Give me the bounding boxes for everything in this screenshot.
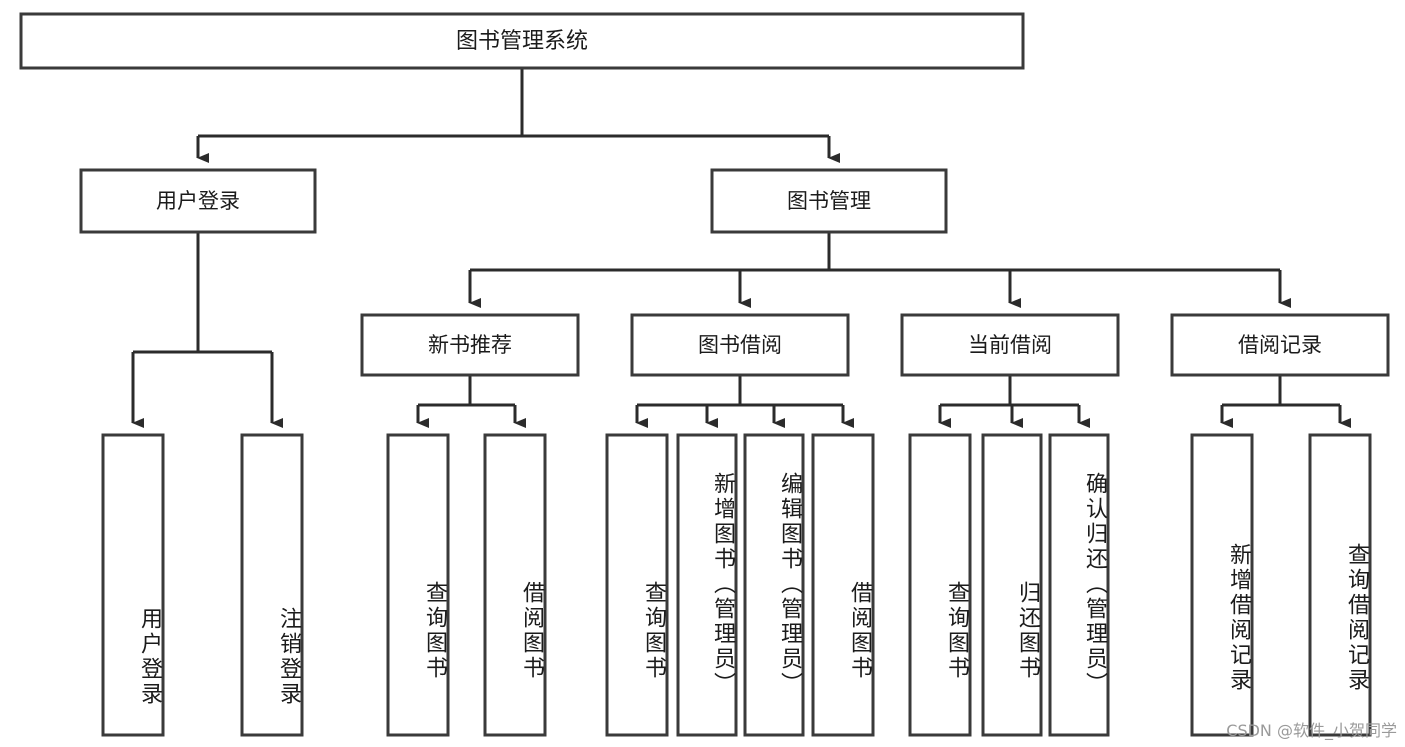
leaf-node-借阅图书-box[interactable]	[483, 433, 547, 737]
leaf-node-归还图书-box[interactable]	[981, 433, 1043, 737]
leaf-node-查询借阅记录-box[interactable]	[1308, 433, 1372, 737]
root-node-图书管理系统-label: 图书管理系统	[456, 29, 588, 54]
leaf-node-确认归还管理员-box[interactable]	[1048, 433, 1110, 737]
level2-node-当前借阅-label: 当前借阅	[968, 333, 1052, 357]
leaf-node-新增借阅记录-box[interactable]	[1190, 433, 1254, 737]
node-box-layer	[19, 12, 1390, 737]
level2-node-图书借阅-box[interactable]	[630, 313, 850, 377]
root-node-图书管理系统-box[interactable]	[19, 12, 1025, 70]
level1-node-图书管理-label: 图书管理	[787, 189, 871, 213]
leaf-node-新增图书管理员-box[interactable]	[676, 433, 738, 737]
leaf-node-编辑图书管理员-box[interactable]	[743, 433, 805, 737]
level2-node-借阅记录-label: 借阅记录	[1238, 333, 1322, 357]
level2-node-借阅记录-box[interactable]	[1170, 313, 1390, 377]
level1-node-图书管理-box[interactable]	[710, 168, 948, 234]
leaf-node-查询图书-box[interactable]	[386, 433, 450, 737]
leaf-node-查询图书-box[interactable]	[605, 433, 669, 737]
connector-layer	[131, 68, 1351, 428]
watermark-text: CSDN @软件_小贺同学	[1226, 721, 1397, 740]
level2-node-新书推荐-label: 新书推荐	[428, 333, 512, 357]
leaf-node-查询图书-box[interactable]	[908, 433, 972, 737]
leaf-node-注销登录-box[interactable]	[240, 433, 304, 737]
leaf-node-用户登录-box[interactable]	[101, 433, 165, 737]
level2-node-新书推荐-box[interactable]	[360, 313, 580, 377]
level2-node-当前借阅-box[interactable]	[900, 313, 1120, 377]
leaf-node-借阅图书-box[interactable]	[811, 433, 875, 737]
level2-node-图书借阅-label: 图书借阅	[698, 333, 782, 357]
level1-node-用户登录-label: 用户登录	[156, 189, 240, 213]
level1-node-用户登录-box[interactable]	[79, 168, 317, 234]
